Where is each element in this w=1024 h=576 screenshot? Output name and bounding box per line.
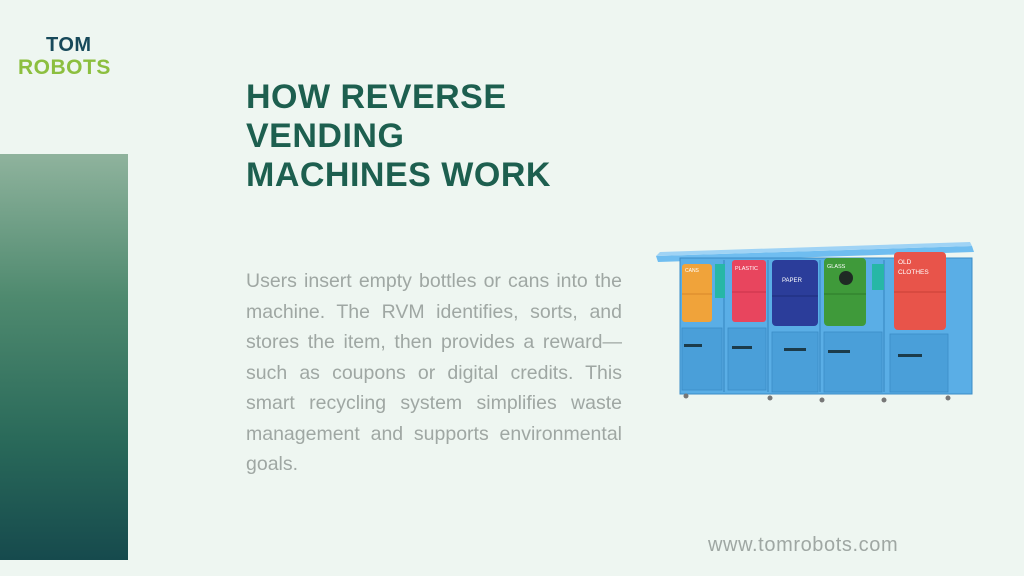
bin-plastic: PLASTIC — [732, 260, 766, 322]
title-line-3: MACHINES WORK — [246, 156, 551, 195]
title-line-1: HOW REVERSE — [246, 78, 507, 116]
bin-cans-label: CANS — [685, 268, 700, 274]
reverse-vending-machine-image: CANS PLASTIC PAPER GLASS OLD CLOTHES — [656, 242, 974, 403]
bin-clothes-label-2: CLOTHES — [898, 269, 929, 276]
logo-line-robots: ROBOTS — [18, 56, 111, 79]
website-url[interactable]: www.tomrobots.com — [708, 534, 899, 556]
bin-paper-label: PAPER — [782, 278, 803, 284]
bin-clothes-label-1: OLD — [898, 259, 912, 266]
decorative-gradient-bar — [0, 154, 128, 560]
description-paragraph: Users insert empty bottles or cans into … — [246, 270, 622, 475]
bin-old-clothes: OLD CLOTHES — [894, 252, 946, 330]
logo-line-tom: TOM — [46, 34, 92, 56]
bin-paper: PAPER — [772, 260, 818, 326]
title-line-2: VENDING — [246, 117, 405, 156]
bin-plastic-label: PLASTIC — [735, 266, 758, 272]
tomrobots-logo: TOM ROBOTS — [18, 34, 118, 82]
bin-glass-label: GLASS — [827, 264, 846, 270]
bin-glass: GLASS — [824, 258, 866, 326]
page-title: HOW REVERSE VENDING MACHINES WORK — [246, 78, 666, 195]
bin-cans: CANS — [682, 264, 712, 322]
